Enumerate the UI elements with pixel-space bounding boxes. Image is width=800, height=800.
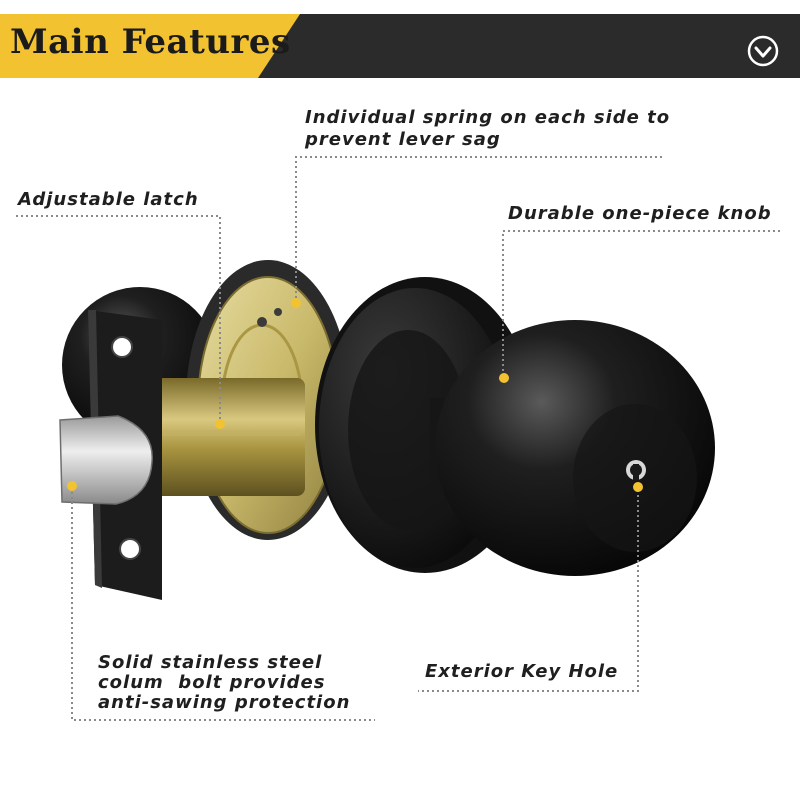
header-accent [0,14,300,78]
label-keyhole: Exterior Key Hole [425,661,619,682]
header-banner: Main Features [0,14,800,78]
label-bolt-line3: anti-sawing protection [98,692,351,713]
label-knob: Durable one-piece knob [508,203,772,224]
latch-cylinder [150,378,305,496]
marker-knob [499,373,509,383]
label-bolt-line1: Solid stainless steel [98,652,323,673]
marker-spring [291,298,301,308]
label-spring-line1: Individual spring on each side to [305,107,671,128]
label-latch: Adjustable latch [18,189,199,210]
page-title: Main Features [10,22,291,62]
marker-bolt [67,481,77,491]
label-bolt-line2: colum bolt provides [98,672,326,693]
key-hole [626,460,646,480]
label-spring-line2: prevent lever sag [305,129,501,150]
chevron-down-circle-icon[interactable] [746,34,780,68]
steel-bolt [59,415,153,505]
marker-keyhole [633,482,643,492]
marker-latch [215,419,225,429]
